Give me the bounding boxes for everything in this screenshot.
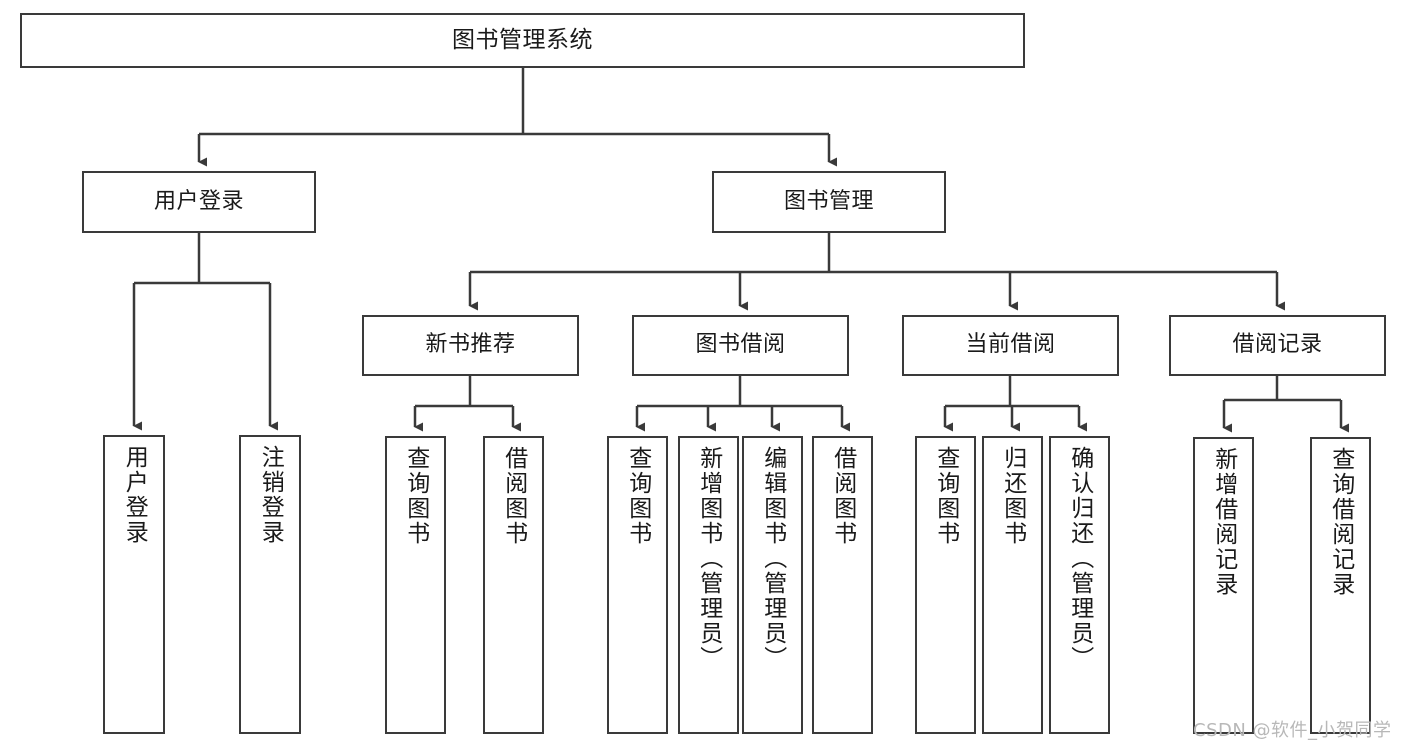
node-borrow-records[interactable]: 借阅记录 bbox=[1169, 315, 1386, 376]
leaf-new-book-query[interactable]: 查询图书 bbox=[385, 436, 446, 734]
node-current-borrowing[interactable]: 当前借阅 bbox=[902, 315, 1119, 376]
leaf-borrow-borrow-book[interactable]: 借阅图书 bbox=[812, 436, 873, 734]
node-user-login[interactable]: 用户登录 bbox=[82, 171, 316, 233]
node-label: 注销登录 bbox=[257, 445, 284, 545]
leaf-user-login[interactable]: 用户登录 bbox=[103, 435, 165, 734]
leaf-borrow-add-book-admin[interactable]: 新增图书（管理员） bbox=[678, 436, 739, 734]
node-label: 查询图书 bbox=[932, 446, 959, 546]
node-label: 编辑图书（管理员） bbox=[759, 446, 786, 671]
node-label: 借阅记录 bbox=[1232, 332, 1323, 358]
leaf-borrow-query-book[interactable]: 查询图书 bbox=[607, 436, 668, 734]
node-label: 新增借阅记录 bbox=[1210, 447, 1237, 597]
node-label: 查询借阅记录 bbox=[1327, 447, 1354, 597]
node-label: 图书管理系统 bbox=[452, 26, 593, 53]
node-label: 借阅图书 bbox=[500, 446, 527, 546]
node-book-management[interactable]: 图书管理 bbox=[712, 171, 946, 233]
node-label: 用户登录 bbox=[121, 445, 148, 545]
leaf-current-return-book[interactable]: 归还图书 bbox=[982, 436, 1043, 734]
node-label: 新书推荐 bbox=[425, 332, 516, 358]
leaf-record-add[interactable]: 新增借阅记录 bbox=[1193, 437, 1254, 734]
node-label: 查询图书 bbox=[402, 446, 429, 546]
leaf-current-confirm-return-admin[interactable]: 确认归还（管理员） bbox=[1049, 436, 1110, 734]
node-new-book-recommendation[interactable]: 新书推荐 bbox=[362, 315, 579, 376]
leaf-borrow-edit-book-admin[interactable]: 编辑图书（管理员） bbox=[742, 436, 803, 734]
leaf-logout[interactable]: 注销登录 bbox=[239, 435, 301, 734]
node-label: 确认归还（管理员） bbox=[1066, 446, 1093, 671]
node-label: 图书管理 bbox=[783, 188, 874, 214]
node-label: 图书借阅 bbox=[695, 332, 786, 358]
node-label: 用户登录 bbox=[153, 188, 244, 214]
leaf-new-book-borrow[interactable]: 借阅图书 bbox=[483, 436, 544, 734]
node-label: 查询图书 bbox=[624, 446, 651, 546]
node-label: 借阅图书 bbox=[829, 446, 856, 546]
node-label: 新增图书（管理员） bbox=[695, 446, 722, 671]
node-label: 当前借阅 bbox=[965, 332, 1056, 358]
leaf-record-query[interactable]: 查询借阅记录 bbox=[1310, 437, 1371, 734]
node-root-system[interactable]: 图书管理系统 bbox=[20, 13, 1025, 68]
node-label: 归还图书 bbox=[999, 446, 1026, 546]
node-book-borrowing[interactable]: 图书借阅 bbox=[632, 315, 849, 376]
leaf-current-query-book[interactable]: 查询图书 bbox=[915, 436, 976, 734]
